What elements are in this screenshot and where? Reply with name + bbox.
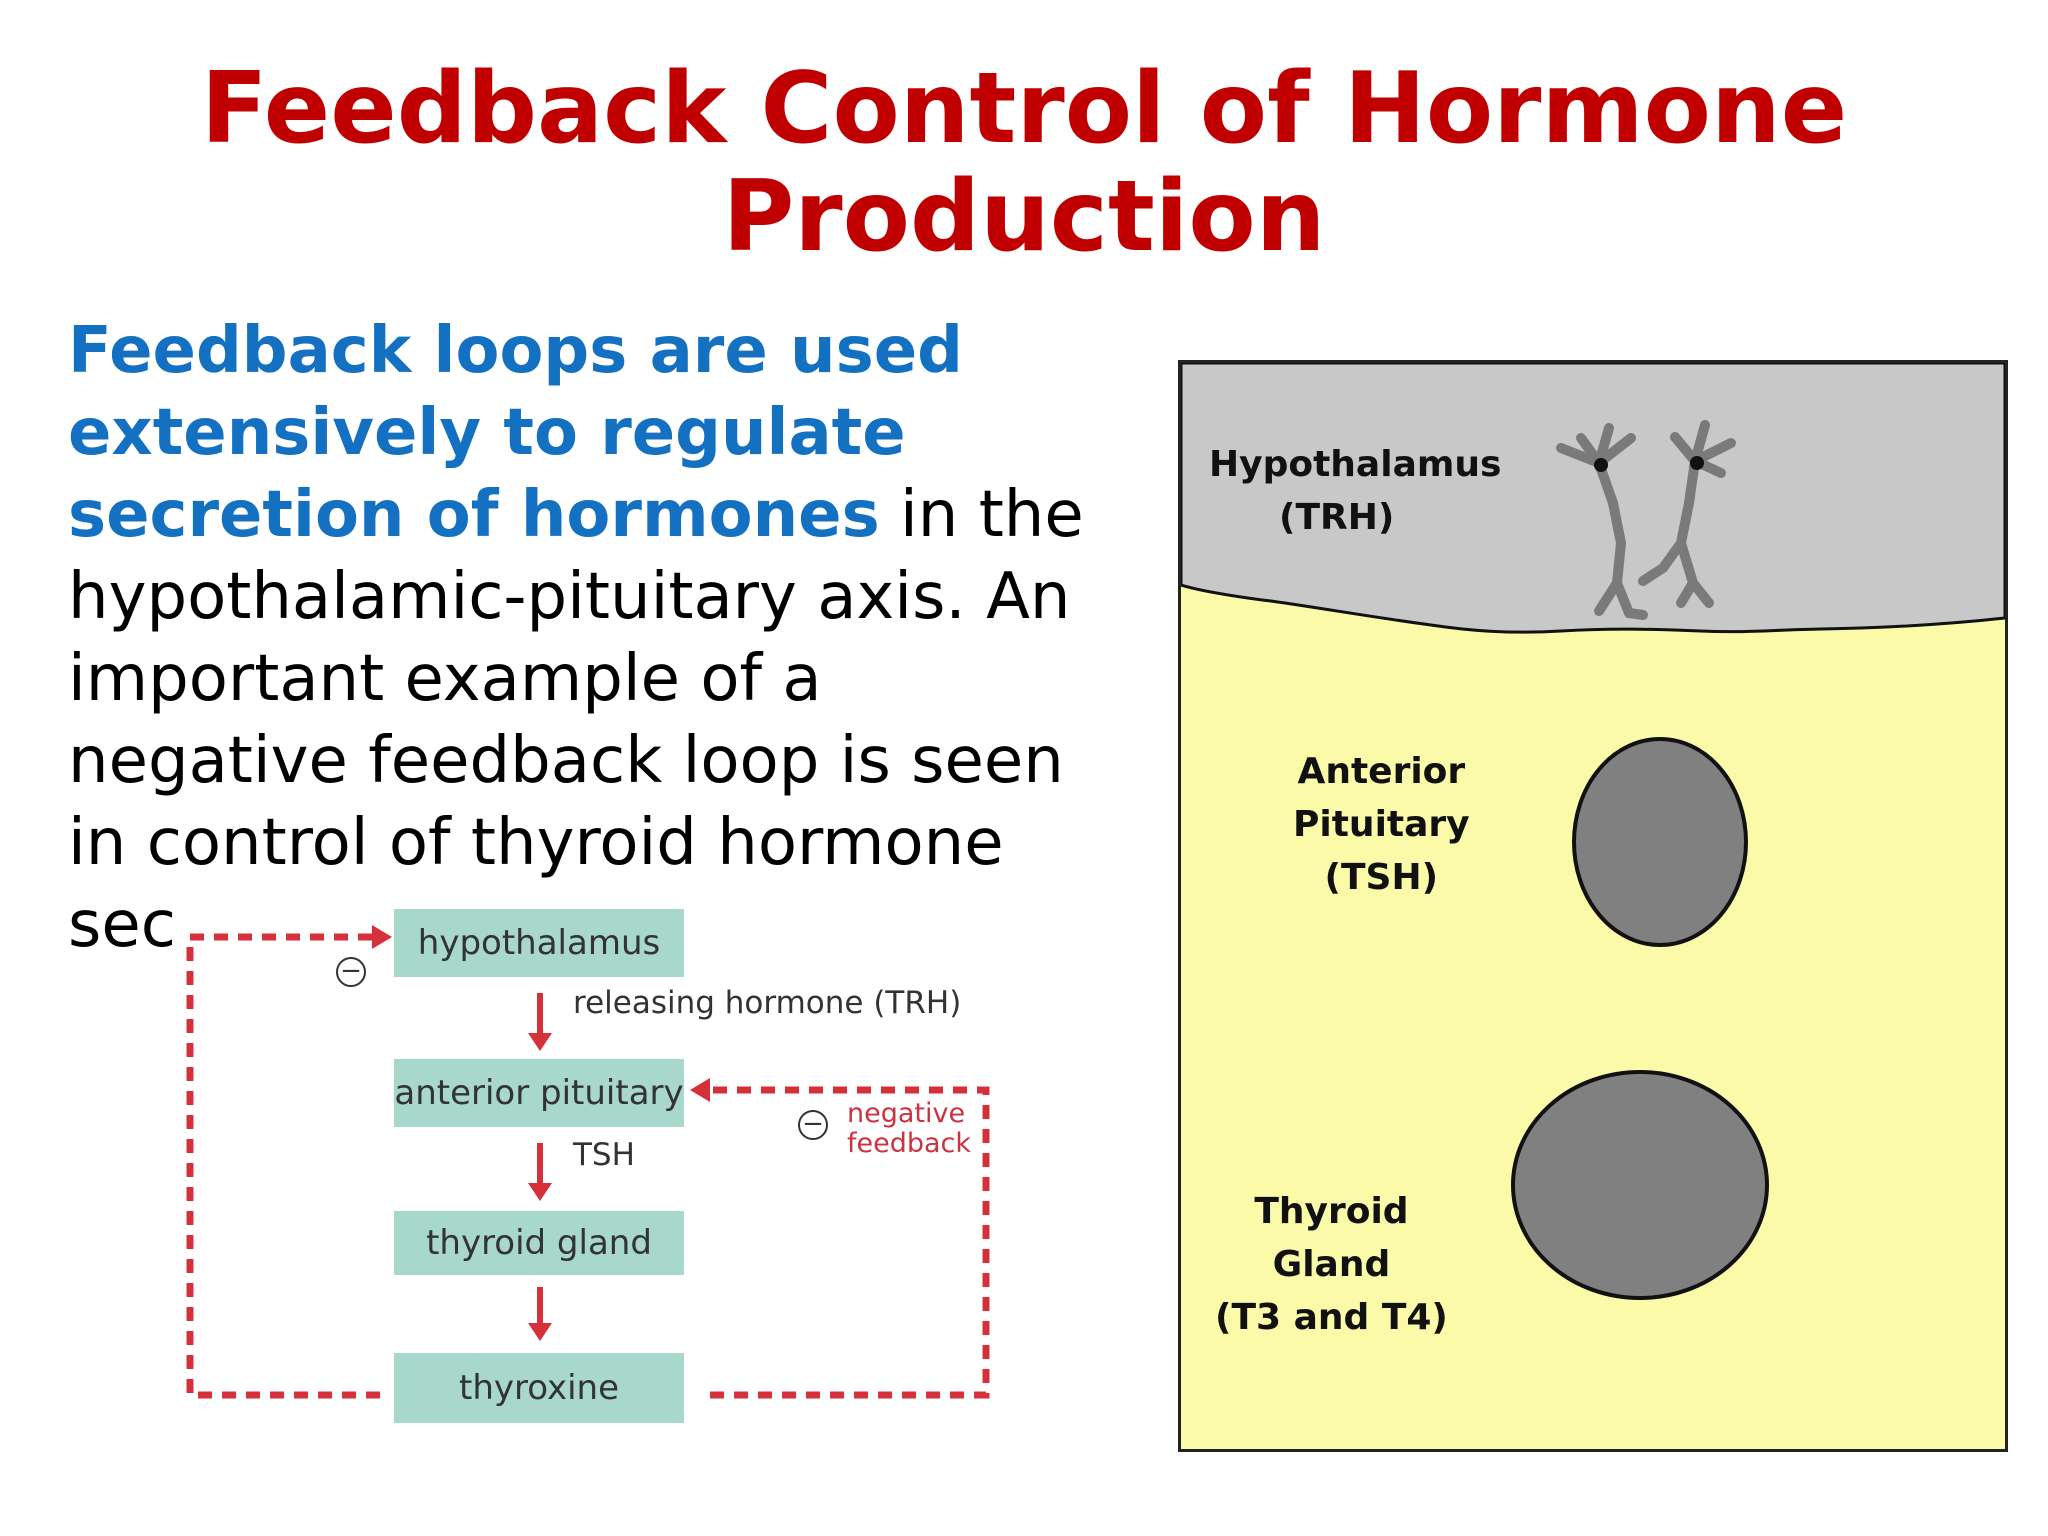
label-thyroid-hormones: (T3 and T4) — [1215, 1297, 1448, 1338]
label-pituitary-hormone: (TSH) — [1324, 857, 1439, 898]
neuron-left — [1556, 423, 1648, 620]
arrow-tsh-head — [528, 1183, 552, 1201]
slide-title: Feedback Control of Hormone Production — [0, 55, 2048, 271]
neuron-left-nucleus — [1594, 458, 1608, 472]
thyroid-gland — [1511, 1070, 1769, 1300]
box-thyroid-gland: thyroid gland — [394, 1211, 684, 1275]
label-thyroid: Thyroid Gland (T3 and T4) — [1215, 1185, 1448, 1344]
title-line-1: Feedback Control of Hormone — [200, 52, 1848, 166]
anterior-pituitary-gland — [1572, 737, 1748, 947]
illustration-graphics — [1181, 363, 2005, 1300]
body-paragraph: Feedback loops are used extensively to r… — [68, 310, 1098, 966]
box-hypothalamus: hypothalamus — [394, 909, 684, 977]
feedback-line-to-pituitary — [702, 1086, 990, 1399]
feedback-line-to-hypothalamus — [186, 933, 380, 1399]
label-anterior-pituitary: Anterior Pituitary (TSH) — [1293, 745, 1470, 904]
feedback-flow-diagram: hypothalamus anterior pituitary thyroid … — [180, 895, 1010, 1435]
minus-icon-hypothalamus: − — [336, 957, 366, 987]
thyroid-axis-illustration: Hypothalamus (TRH) Anterior Pituitary (T… — [1178, 360, 2008, 1452]
minus-icon-pituitary: − — [798, 1110, 828, 1140]
neuron-right-nucleus — [1690, 456, 1704, 470]
body-highlight: Feedback loops are used extensively to r… — [68, 314, 963, 552]
title-line-2: Production — [722, 160, 1326, 274]
feedback-arrowhead-hypothalamus — [372, 925, 392, 949]
box-thyroxine: thyroxine — [394, 1353, 684, 1423]
arrow-trh-head — [528, 1033, 552, 1051]
box-thyroxine-label: thyroxine — [458, 1368, 620, 1408]
label-pituitary-line1: Anterior — [1297, 751, 1466, 792]
arrow-thyroxine-head — [528, 1323, 552, 1341]
neuron-right — [1638, 420, 1736, 608]
flow-connectors — [186, 925, 990, 1410]
label-hypothalamus-name: Hypothalamus — [1209, 444, 1502, 485]
label-thyroid-line2: Gland — [1272, 1244, 1391, 1285]
label-hypothalamus-hormone: (TRH) — [1279, 497, 1395, 538]
box-anterior-pituitary: anterior pituitary — [394, 1059, 684, 1127]
label-tsh: TSH — [573, 1137, 635, 1173]
label-hypothalamus: Hypothalamus (TRH) — [1209, 438, 1501, 544]
feedback-arrowhead-pituitary — [690, 1078, 710, 1102]
negative-feedback-line2: feedback — [847, 1128, 972, 1159]
negative-feedback-line1: negative — [847, 1098, 966, 1129]
label-pituitary-line2: Pituitary — [1293, 804, 1470, 845]
hypothalamus-region — [1181, 363, 2005, 634]
negative-feedback-label: negative feedback — [847, 1099, 971, 1159]
label-thyroid-line1: Thyroid — [1254, 1191, 1409, 1232]
label-trh: releasing hormone (TRH) — [573, 985, 962, 1021]
